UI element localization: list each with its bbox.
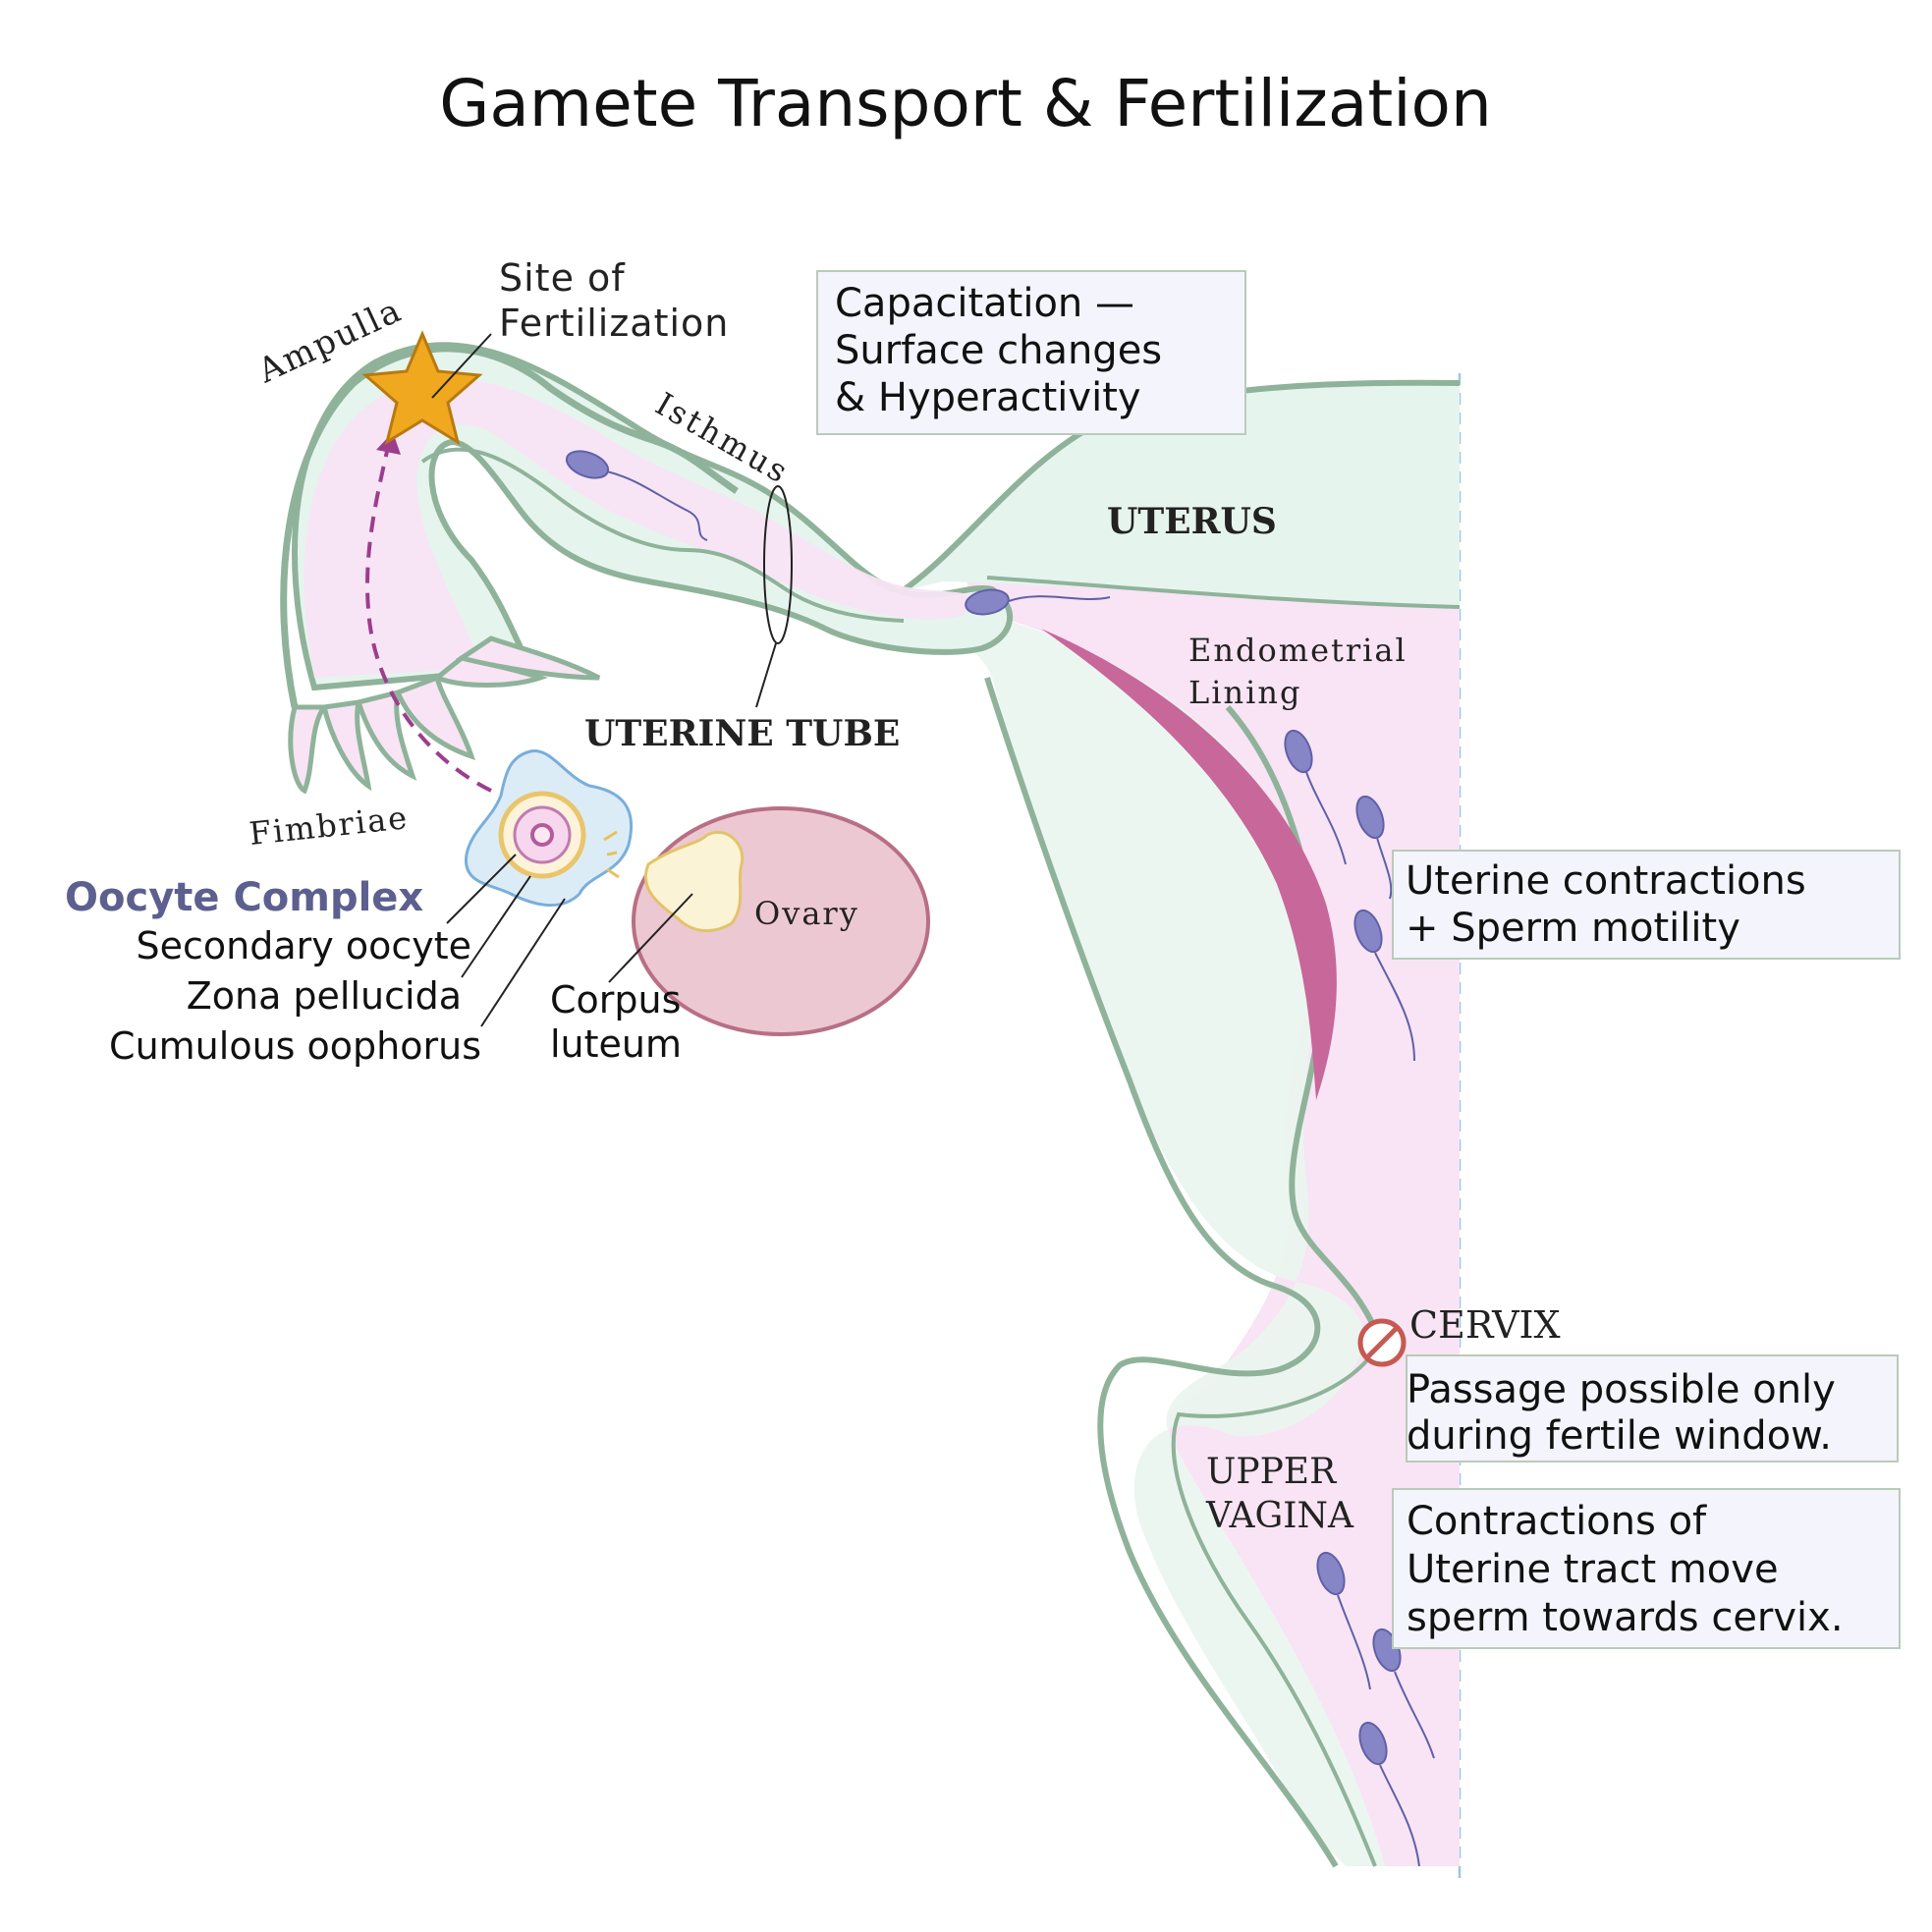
oocyte-part-3: Cumulous oophorus — [109, 1024, 481, 1068]
no-entry-icon — [1357, 1318, 1407, 1367]
callout-vagina-line-1: Contractions of — [1407, 1499, 1707, 1544]
oocyte-heading: Oocyte Complex — [65, 875, 423, 920]
sperm-icon — [1284, 729, 1347, 865]
callout-cervix-line-2: during fertile window. — [1407, 1413, 1832, 1459]
oocyte-nucleus — [530, 823, 554, 847]
oocyte-part-1: Secondary oocyte — [137, 924, 471, 967]
uterus-fundus — [902, 382, 1460, 607]
label-fimbriae: Fimbriae — [248, 799, 411, 853]
callout-cervix-line-1: Passage possible only — [1407, 1367, 1836, 1412]
label-site-1: Site of — [499, 256, 626, 300]
lining-region — [967, 580, 1460, 1866]
sperm-group — [565, 450, 1435, 1867]
title: Gamete Transport & Fertilization — [439, 66, 1492, 141]
isthmus-edge — [420, 447, 905, 623]
callout-vagina-line-2: Uterine tract move — [1407, 1547, 1779, 1592]
sperm-icon — [565, 450, 708, 541]
star-icon — [361, 330, 483, 446]
tube-lumen — [304, 378, 982, 678]
callout-capacitation-line-1: Capacitation — — [835, 281, 1134, 326]
callout-contractions-line-1: Uterine contractions — [1406, 858, 1806, 904]
uterus-cavity-edge — [986, 576, 1461, 609]
ovulation-rays — [603, 830, 620, 879]
callout-vagina-line-3: sperm towards cervix. — [1407, 1595, 1844, 1640]
vagina-inner-edge — [1171, 1340, 1382, 1867]
ampulla-edge — [280, 345, 739, 708]
sperm-icon — [1358, 1721, 1420, 1867]
callout-capacitation: Capacitation — Surface changes & Hyperac… — [816, 270, 1246, 435]
callout-contractions: Uterine contractions + Sperm motility — [1392, 850, 1901, 960]
callout-capacitation-line-3: & Hyperactivity — [835, 375, 1141, 420]
callout-cervix: Passage possible only during fertile win… — [1406, 1354, 1899, 1463]
ovary — [608, 806, 930, 1036]
oocyte-part-2: Zona pellucida — [187, 974, 462, 1018]
uterine-wall — [884, 604, 1385, 1866]
oocyte-leader-1 — [446, 854, 517, 924]
label-vagina-2: VAGINA — [1205, 1496, 1354, 1536]
label-site-2: Fertilization — [499, 302, 729, 345]
corpus-label-2: luteum — [550, 1022, 682, 1066]
sperm-icon — [1355, 795, 1393, 900]
label-uterus: UTERUS — [1107, 501, 1277, 542]
isthmus-ring — [763, 485, 793, 644]
label-uterine-tube: UTERINE TUBE — [584, 713, 900, 754]
label-endometrial-2: Lining — [1188, 674, 1301, 711]
sperm-icon — [1316, 1551, 1371, 1690]
callout-contractions-line-2: + Sperm motility — [1406, 906, 1740, 951]
corpus-label-1: Corpus — [550, 978, 681, 1021]
cervix-curve — [1225, 705, 1383, 1343]
callout-vagina: Contractions of Uterine tract move sperm… — [1392, 1488, 1901, 1649]
fertilization-leader — [431, 333, 492, 399]
label-cervix: CERVIX — [1409, 1303, 1561, 1347]
reproductive-tract — [884, 379, 1461, 1868]
oocyte-complex — [446, 749, 634, 1027]
oocyte-leader-2 — [461, 875, 531, 978]
uterine-tube-leader — [755, 642, 777, 708]
corpus-luteum-leader — [608, 893, 693, 983]
sperm-icon — [965, 588, 1111, 616]
uterine-tube — [280, 342, 1014, 795]
sperm-icon — [1353, 909, 1415, 1062]
oocyte-leader-3 — [480, 898, 566, 1027]
oocyte-transport-arrow — [365, 446, 492, 793]
uterus-outline — [984, 677, 1339, 1868]
label-endometrial-1: Endometrial — [1188, 632, 1408, 669]
endometrium-stripe — [1041, 629, 1337, 1100]
label-ovary: Ovary — [754, 895, 859, 932]
fimbriae — [288, 635, 601, 795]
callout-capacitation-line-2: Surface changes — [835, 328, 1162, 373]
label-vagina-1: UPPER — [1206, 1452, 1337, 1492]
